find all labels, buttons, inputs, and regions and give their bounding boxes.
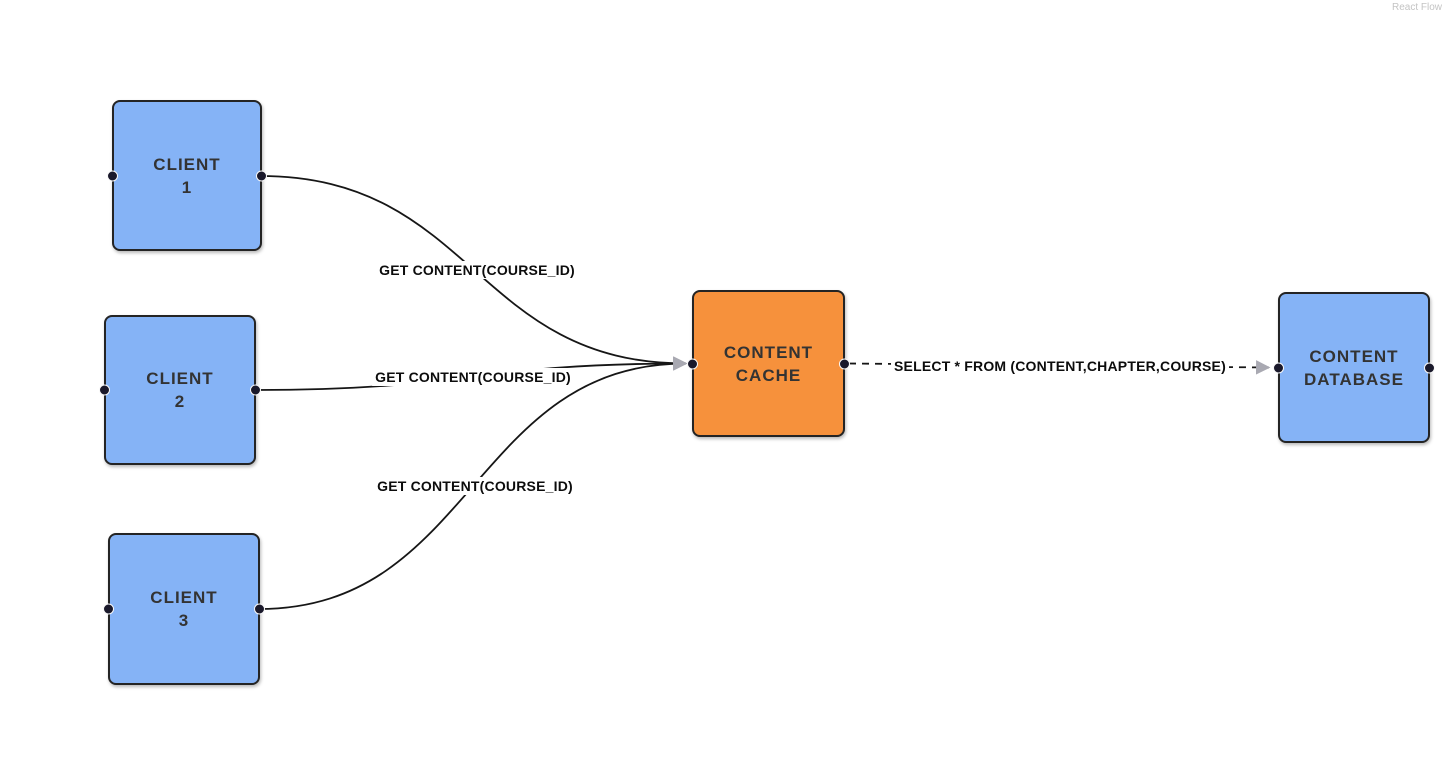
node-content-database-label-line2: DATABASE — [1304, 369, 1404, 389]
handle-client2-right[interactable] — [250, 384, 261, 396]
node-content-cache[interactable]: CONTENT CACHE — [687, 290, 850, 437]
node-client-3-label-line1: CLIENT — [150, 588, 218, 607]
handle-client1-right[interactable] — [256, 170, 267, 181]
node-client-1-label-line2: 1 — [181, 177, 193, 197]
edge-label-cache-database: SELECT * FROM (CONTENT,CHAPTER,COURSE) — [891, 357, 1229, 375]
edge-label-client2-cache: GET CONTENT(COURSE_ID) — [372, 368, 574, 386]
handle-database-right[interactable] — [1424, 362, 1435, 373]
handle-client3-right[interactable] — [254, 603, 265, 615]
node-client-1-label-line1: CLIENT — [153, 154, 221, 174]
node-client-1[interactable]: CLIENT 1 — [107, 100, 267, 251]
edge-label-client1-cache: GET CONTENT(COURSE_ID) — [376, 261, 578, 279]
node-client-2[interactable]: CLIENT 2 — [99, 315, 261, 465]
node-content-database-label-line1: CONTENT — [1309, 346, 1399, 366]
node-content-cache-label-line2: CACHE — [735, 365, 802, 385]
node-content-database[interactable]: CONTENT DATABASE — [1273, 292, 1435, 443]
handle-client3-left[interactable] — [103, 603, 114, 615]
handle-cache-left[interactable] — [687, 358, 698, 369]
node-content-cache-label-line1: CONTENT — [723, 342, 814, 362]
handle-cache-right[interactable] — [839, 358, 850, 369]
node-client-2-label-line2: 2 — [174, 392, 186, 411]
node-client-2-label-line1: CLIENT — [146, 369, 214, 388]
node-client-3-label-line2: 3 — [178, 611, 190, 630]
edge-label-client3-cache: GET CONTENT(COURSE_ID) — [374, 477, 576, 495]
react-flow-attribution-link[interactable]: React Flow — [1391, 2, 1442, 13]
handle-database-left[interactable] — [1273, 362, 1284, 373]
handle-client1-left[interactable] — [107, 170, 118, 181]
handle-client2-left[interactable] — [99, 384, 110, 396]
node-client-3[interactable]: CLIENT 3 — [103, 533, 265, 685]
